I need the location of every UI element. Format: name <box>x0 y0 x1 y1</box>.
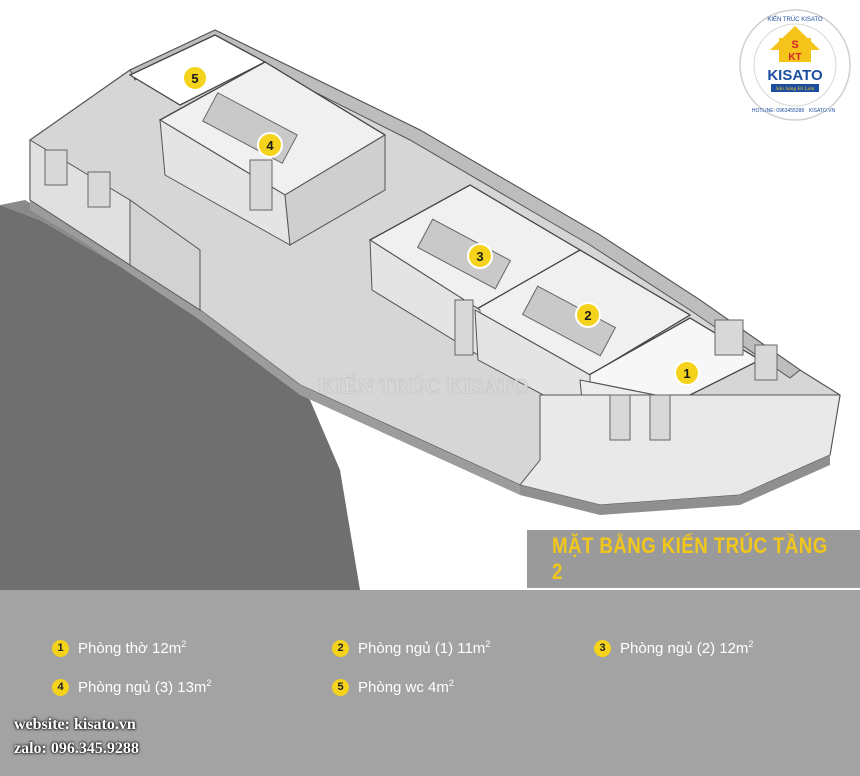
legend-badge-1: 1 <box>52 639 69 657</box>
legend-badge-2: 2 <box>332 639 349 657</box>
ground-shadow <box>0 205 360 590</box>
logo-tagline: Sẵn Sàng Đi Làm <box>776 85 815 92</box>
legend-label-5: Phòng wc 4m <box>358 679 449 696</box>
marker-5: 5 <box>182 65 208 91</box>
legend-item-wc: 5 Phòng wc 4m2 <box>332 676 454 698</box>
legend-item-bedroom-3: 4 Phòng ngủ (3) 13m2 <box>52 676 211 698</box>
svg-text:1: 1 <box>683 366 690 381</box>
marker-2: 2 <box>575 302 601 328</box>
legend-item-altar-room: 1 Phòng thờ 12m2 <box>52 637 186 659</box>
legend-item-bedroom-1: 2 Phòng ngủ (1) 11m2 <box>332 637 490 659</box>
svg-text:3: 3 <box>476 249 483 264</box>
zalo-text: zalo: 096.345.9288 <box>14 740 139 757</box>
kisato-logo: S KT KISATO Sẵn Sàng Đi Làm KIẾN TRÚC KI… <box>739 9 851 121</box>
legend-badge-5: 5 <box>332 678 349 696</box>
page-title: MẶT BẰNG KIẾN TRÚC TẦNG 2 <box>551 533 828 584</box>
legend-label-3: Phòng ngủ (2) 12m <box>620 640 749 657</box>
marker-3: 3 <box>467 243 493 269</box>
legend-item-bedroom-2: 3 Phòng ngủ (2) 12m2 <box>594 637 753 659</box>
logo-ring-text: KIẾN TRÚC KISATO <box>767 16 823 23</box>
website-text: website: kisato.vn <box>14 716 136 733</box>
legend-panel: 1 Phòng thờ 12m2 2 Phòng ngủ (1) 11m2 3 … <box>0 590 860 776</box>
floor-plan-render: 5 4 3 2 1 <box>0 29 841 590</box>
marker-1: 1 <box>674 360 700 386</box>
legend-label-1: Phòng thờ 12m <box>78 640 182 657</box>
watermark: KIẾN TRÚC KISATO <box>318 374 530 398</box>
logo-site: KISATO.VN <box>809 108 836 114</box>
logo-hotline: HOTLINE: 0963455288 <box>752 108 804 114</box>
legend-badge-4: 4 <box>52 678 69 696</box>
marker-4: 4 <box>257 132 283 158</box>
svg-text:2: 2 <box>584 308 591 323</box>
legend-badge-3: 3 <box>594 639 611 657</box>
svg-text:S: S <box>791 39 798 51</box>
title-banner: MẶT BẰNG KIẾN TRÚC TẦNG 2 <box>527 530 860 588</box>
balcony-parapet <box>519 394 841 506</box>
svg-text:5: 5 <box>191 71 198 86</box>
logo-brand: KISATO <box>767 67 823 84</box>
svg-text:4: 4 <box>266 138 274 153</box>
legend-label-2: Phòng ngủ (1) 11m <box>358 640 486 657</box>
legend-label-4: Phòng ngủ (3) 13m <box>78 679 207 696</box>
svg-text:KT: KT <box>788 52 801 63</box>
